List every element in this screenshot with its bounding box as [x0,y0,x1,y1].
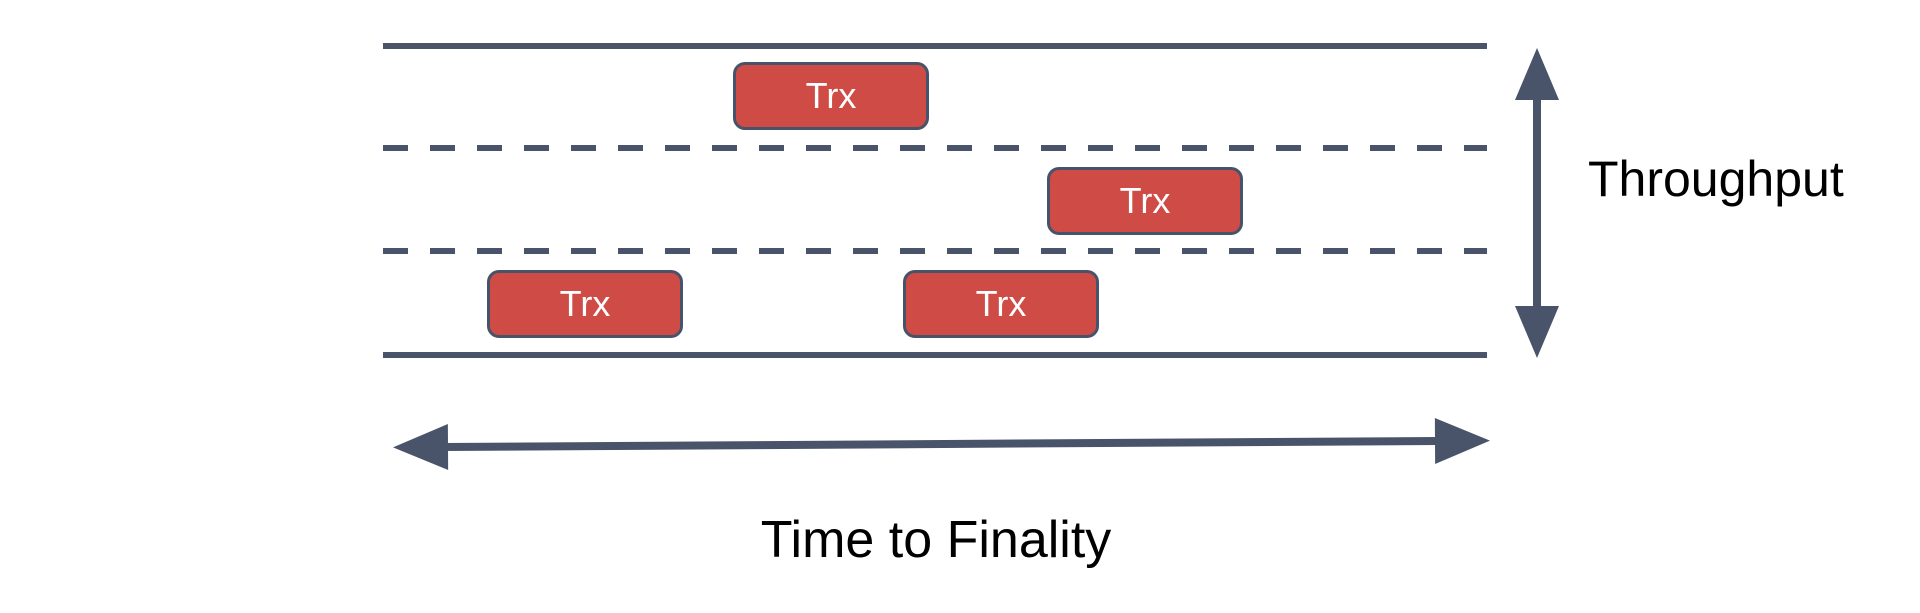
throughput-axis-label: Throughput [1588,151,1844,207]
transaction-label: Trx [1119,180,1171,221]
lane-boundary-bottom-line [383,352,1487,358]
lane-divider-dashed-line-2 [383,248,1487,254]
time-to-finality-axis-label: Time to Finality [760,511,1112,569]
transaction-label: Trx [975,283,1027,324]
vertical-double-arrow-icon [1515,48,1559,358]
lane-boundary-top-line [383,43,1487,49]
lane-divider-dashed-line-1 [383,145,1487,151]
transaction-label: Trx [559,283,611,324]
arrow-shaft [442,436,1441,452]
arrow-head-down-icon [1515,306,1559,358]
transaction-box-bottom-lane-left: Trx [487,270,683,338]
transaction-box-top-lane: Trx [733,62,929,130]
transaction-box-middle-lane: Trx [1047,167,1243,235]
transaction-box-bottom-lane-right: Trx [903,270,1099,338]
arrow-head-right-icon [1434,417,1491,464]
arrow-shaft [1533,92,1541,314]
arrow-head-up-icon [1515,48,1559,100]
horizontal-double-arrow-icon [392,417,1491,471]
transaction-label: Trx [805,75,857,116]
arrow-head-left-icon [392,424,449,471]
